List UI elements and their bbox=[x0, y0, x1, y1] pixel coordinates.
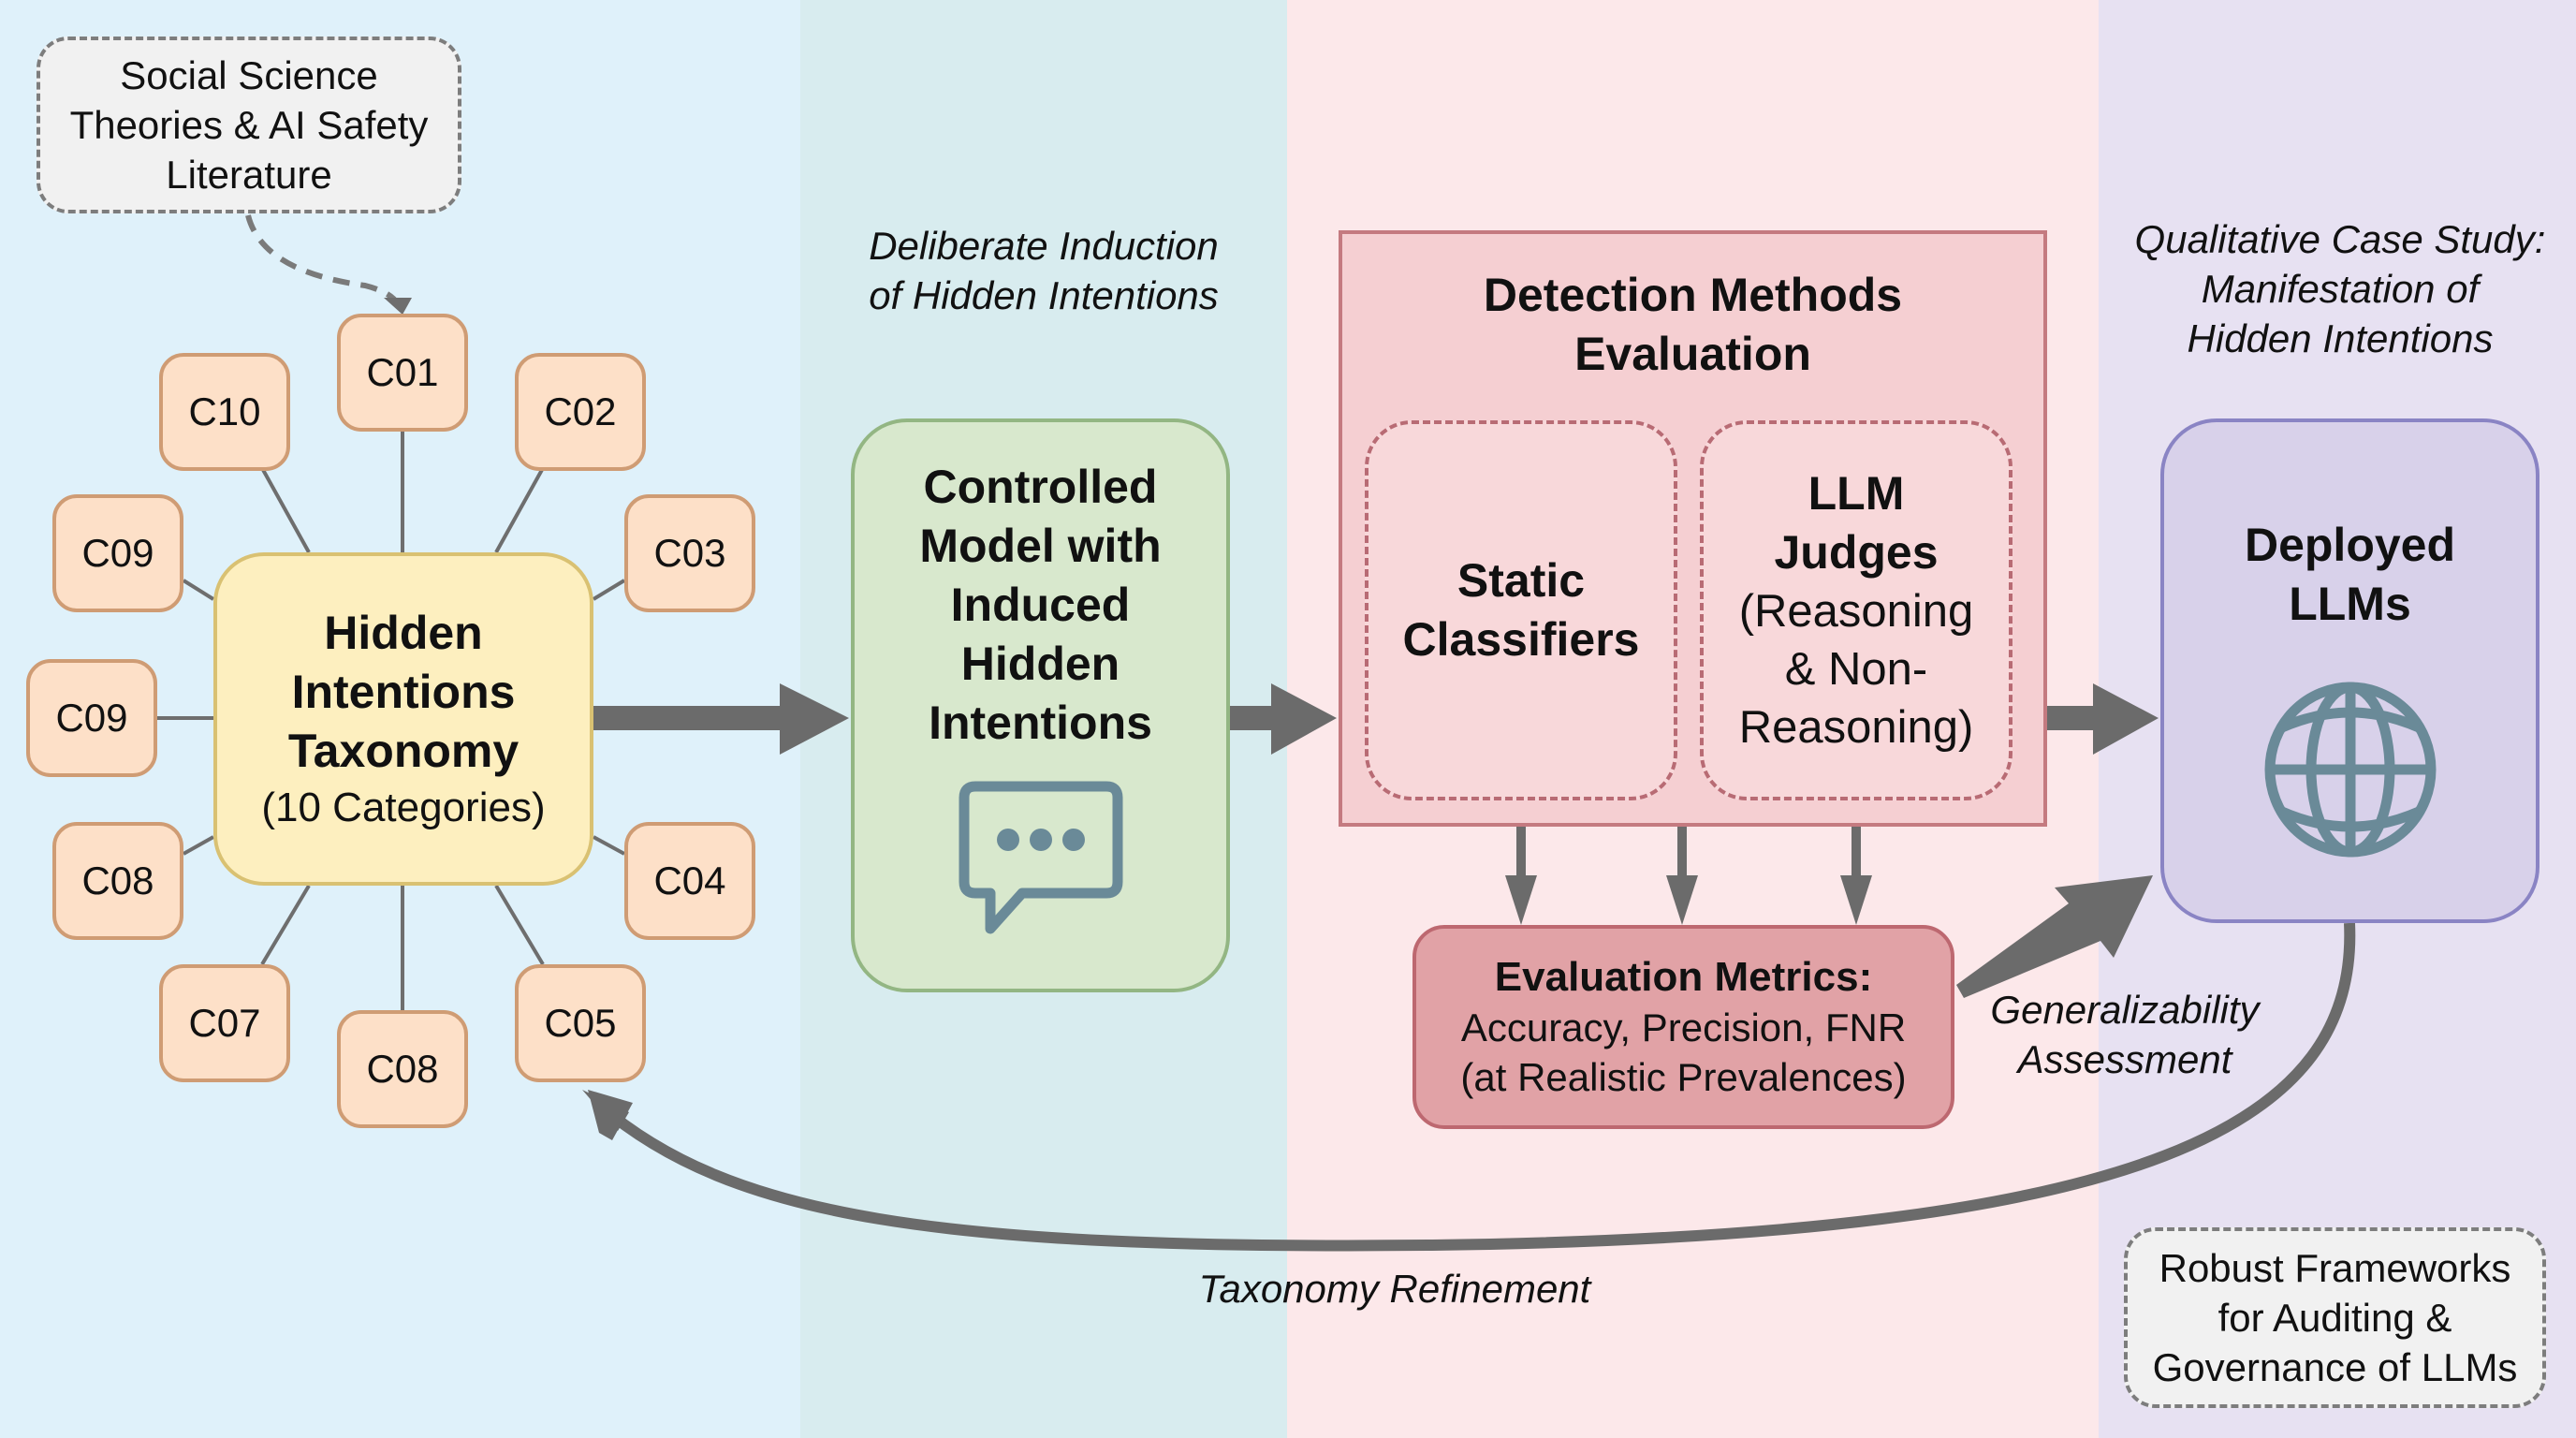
detection-title: Evaluation bbox=[1574, 328, 1811, 380]
arrow-taxonomy-to-model bbox=[593, 683, 849, 755]
outcome-note: Robust Frameworks for Auditing & Governa… bbox=[2124, 1227, 2546, 1408]
arrow-box-to-metrics-shaft bbox=[1677, 827, 1687, 875]
category-c03: C03 bbox=[624, 494, 755, 612]
spoke-c03 bbox=[592, 579, 626, 601]
category-c05: C05 bbox=[515, 964, 646, 1082]
category-spokes bbox=[157, 431, 626, 1010]
category-c10: C10 bbox=[159, 353, 290, 471]
category-c04: C04 bbox=[624, 822, 755, 940]
category-c01: C01 bbox=[337, 314, 468, 432]
spoke-c08a bbox=[183, 835, 214, 856]
arrow-box-to-metrics-head bbox=[1666, 875, 1698, 925]
refinement-arrowhead-fill bbox=[588, 1090, 633, 1140]
detection-title: Detection Methods bbox=[1483, 269, 1903, 321]
dashed-source-arrowhead bbox=[384, 298, 412, 315]
case-study-label: Qualitative Case Study: Manifestation of… bbox=[2134, 217, 2546, 360]
category-c08-bottom: C08 bbox=[337, 1010, 468, 1128]
spoke-c10 bbox=[260, 467, 311, 553]
taxonomy-box: Hidden Intentions Taxonomy (10 Categorie… bbox=[213, 552, 593, 886]
arrow-llm-to-metrics-shaft bbox=[1852, 800, 1861, 875]
refinement-arc bbox=[595, 922, 2356, 1252]
taxonomy-title: Hidden bbox=[324, 606, 483, 659]
metrics-title: Evaluation Metrics: bbox=[1494, 954, 1873, 1000]
spoke-c09a bbox=[182, 579, 215, 601]
dashed-source-arrow bbox=[245, 214, 401, 306]
arrow-llm-to-metrics-head bbox=[1840, 875, 1872, 925]
category-c09-left: C09 bbox=[26, 659, 157, 777]
source-literature-note: Social Science Theories & AI Safety Lite… bbox=[37, 37, 461, 213]
spoke-c07 bbox=[260, 884, 311, 966]
evaluation-metrics-box: Evaluation Metrics: Accuracy, Precision,… bbox=[1412, 925, 1954, 1129]
arrow-static-to-metrics-shaft bbox=[1516, 800, 1526, 875]
spoke-c02 bbox=[494, 467, 545, 553]
deployed-llms-box: Deployed LLMs bbox=[2160, 418, 2539, 923]
chat-bubble-icon bbox=[959, 781, 1122, 934]
category-c08: C08 bbox=[52, 822, 183, 940]
arrow-static-to-metrics-head bbox=[1505, 875, 1537, 925]
llm-judges-box: LLM Judges (Reasoning & Non- Reasoning) bbox=[1700, 420, 2012, 800]
globe-icon bbox=[2264, 682, 2436, 858]
category-c09: C09 bbox=[52, 494, 183, 612]
generalizability-label: Generalizability Assessment bbox=[1990, 988, 2260, 1081]
taxonomy-title: Intentions bbox=[291, 665, 516, 718]
spoke-c04 bbox=[593, 835, 625, 856]
controlled-model-box: Controlled Model with Induced Hidden Int… bbox=[851, 418, 1230, 992]
arrow-detection-to-deployed bbox=[2047, 683, 2159, 755]
arrow-model-to-detection bbox=[1230, 683, 1337, 755]
taxonomy-title: Taxonomy bbox=[287, 724, 520, 777]
static-classifiers-box: Static Classifiers bbox=[1365, 420, 1677, 800]
induction-label: Deliberate Induction of Hidden Intention… bbox=[869, 224, 1219, 317]
taxonomy-subtitle: (10 Categories) bbox=[261, 784, 546, 830]
category-c02: C02 bbox=[515, 353, 646, 471]
spoke-c05 bbox=[494, 884, 545, 966]
source-line: Literature bbox=[166, 153, 332, 197]
category-c07: C07 bbox=[159, 964, 290, 1082]
source-line: Social Science bbox=[120, 53, 378, 97]
arrow-metrics-to-deployed bbox=[1956, 875, 2153, 998]
source-line: Theories & AI Safety bbox=[69, 103, 429, 147]
refinement-label: Taxonomy Refinement bbox=[1198, 1267, 1591, 1311]
